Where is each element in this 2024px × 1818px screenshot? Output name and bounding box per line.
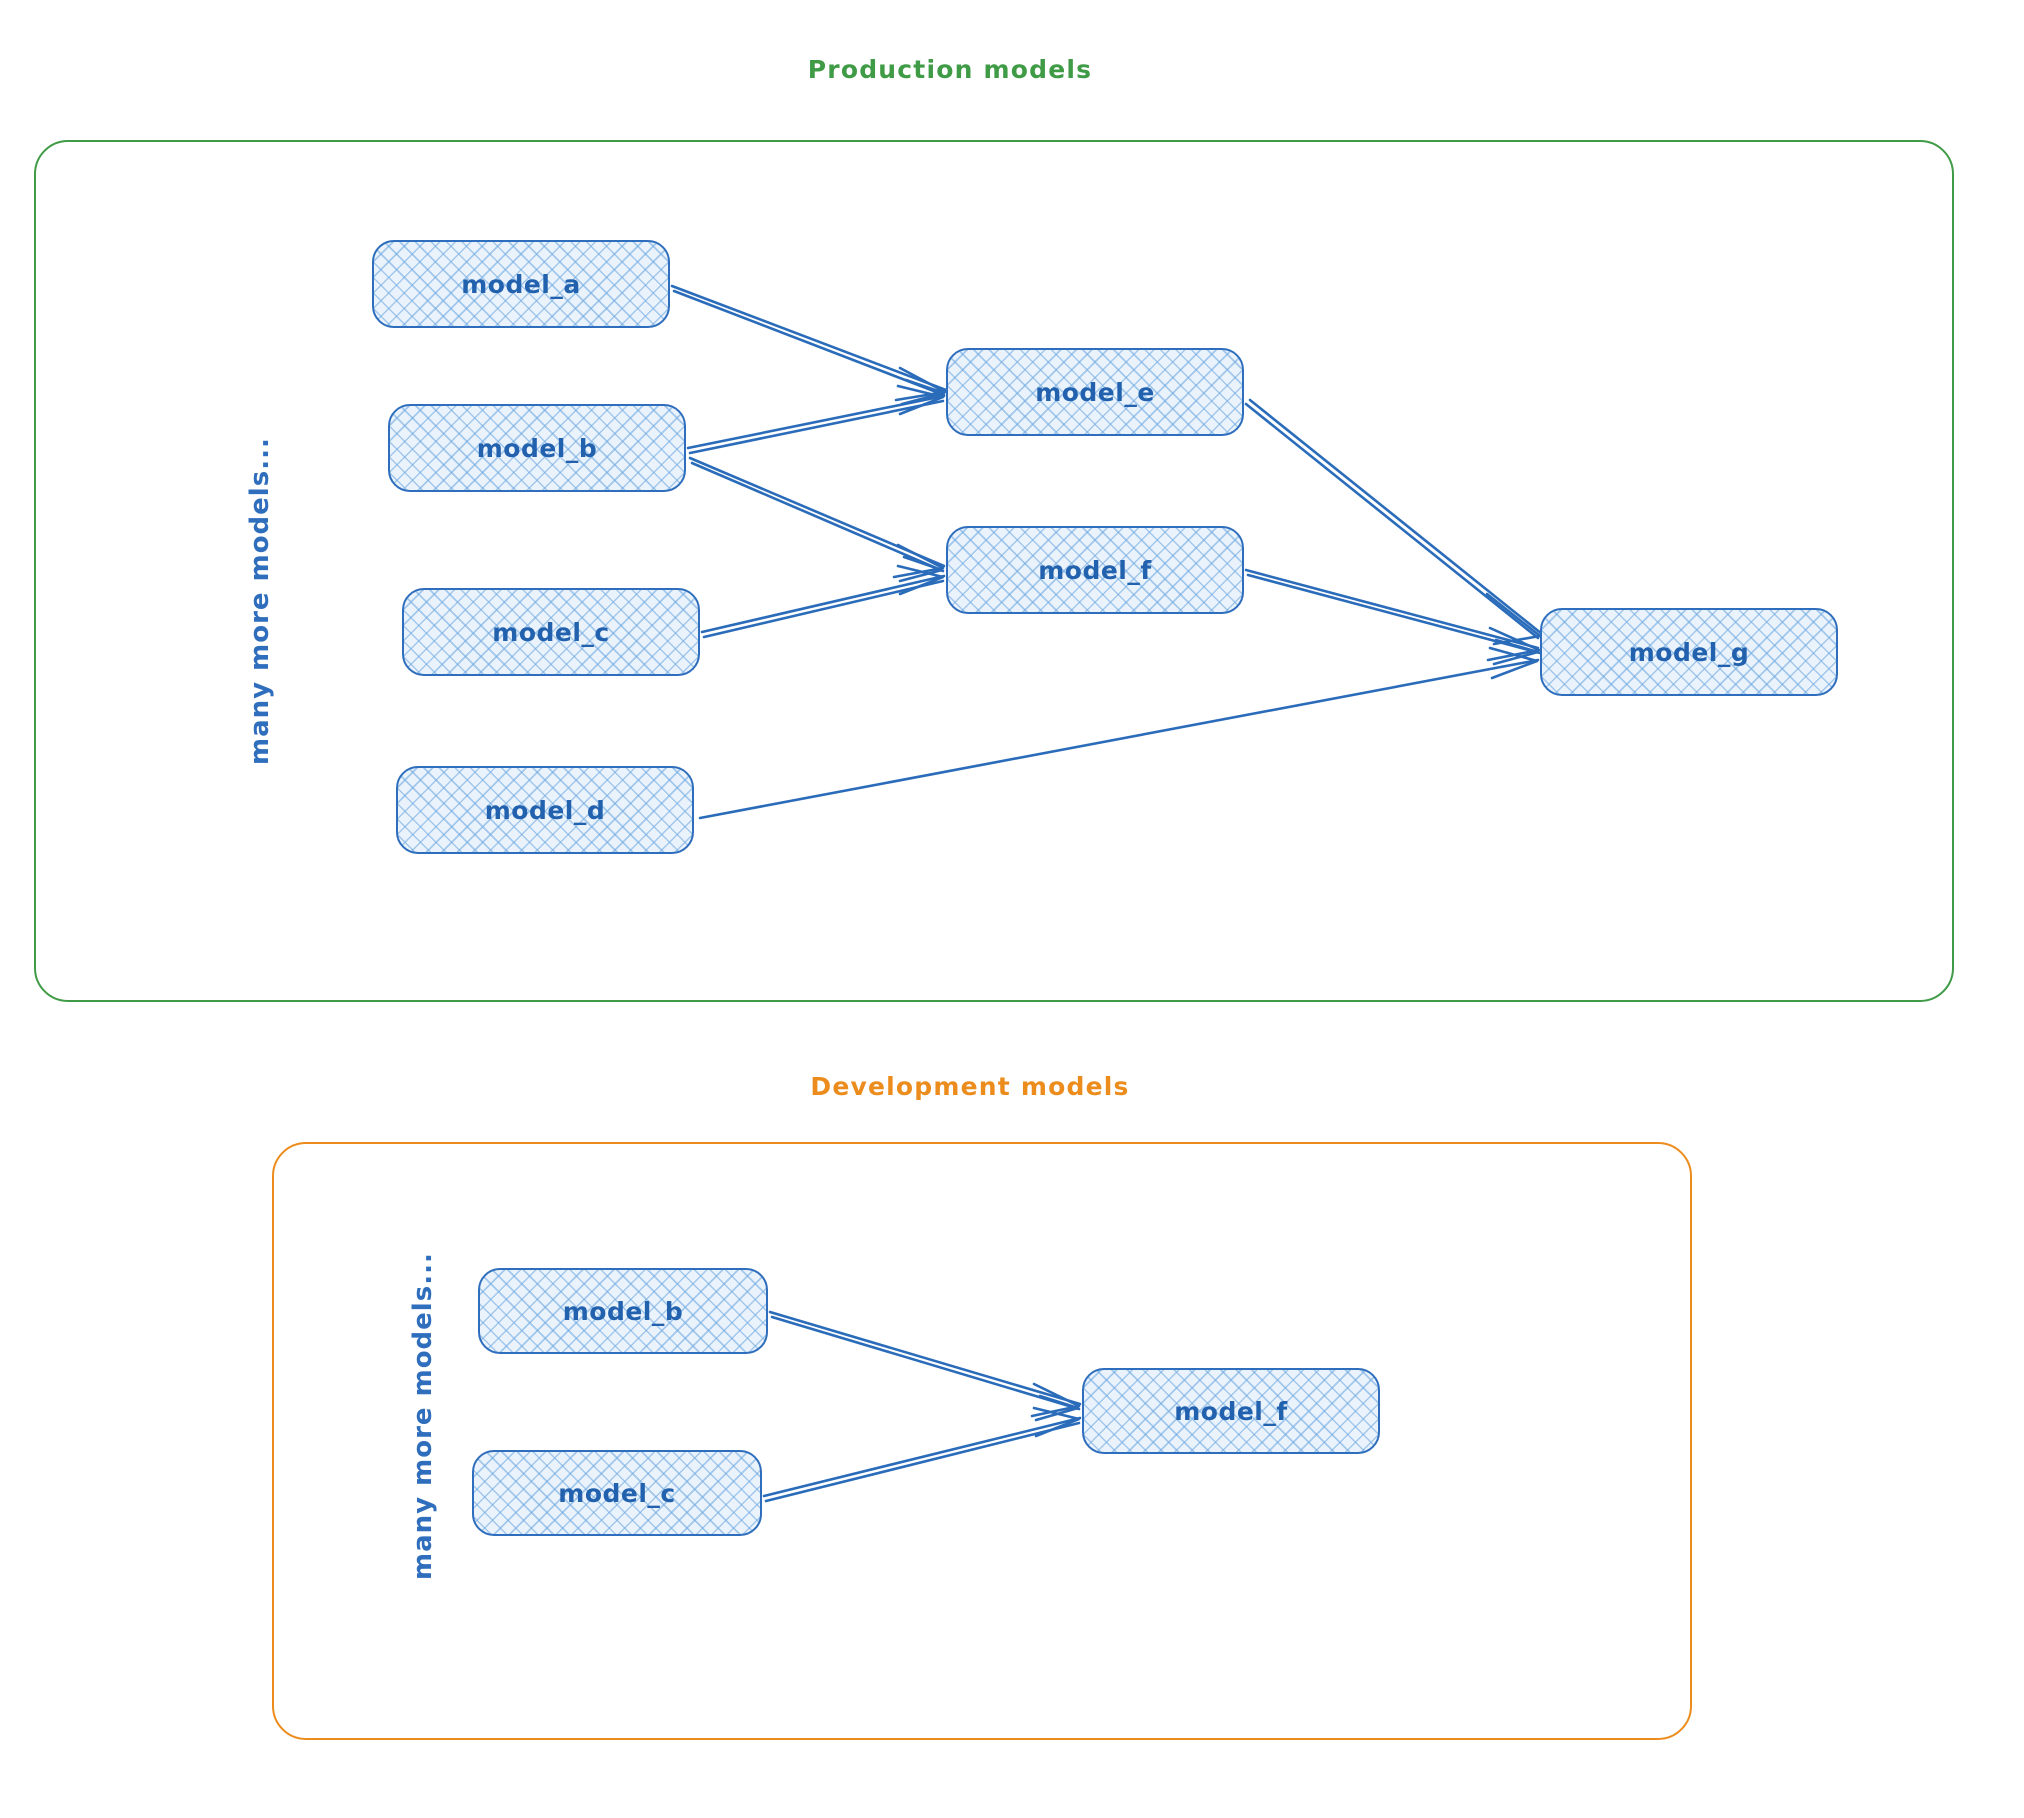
- node-dev-model-c-label: model_c: [558, 1478, 676, 1508]
- node-model-a-label: model_a: [461, 269, 581, 299]
- node-model-c[interactable]: model_c: [402, 588, 700, 676]
- development-many-more-models-label: many more models...: [408, 1252, 438, 1580]
- node-model-f[interactable]: model_f: [946, 526, 1244, 614]
- development-group-box: [272, 1142, 1692, 1740]
- node-model-g-label: model_g: [1628, 637, 1750, 667]
- production-group-box: [34, 140, 1954, 1002]
- node-model-a[interactable]: model_a: [372, 240, 670, 328]
- node-dev-model-b-label: model_b: [562, 1296, 684, 1326]
- node-model-e-label: model_e: [1035, 377, 1155, 407]
- node-model-f-label: model_f: [1038, 555, 1152, 585]
- node-model-g[interactable]: model_g: [1540, 608, 1838, 696]
- node-model-d-label: model_d: [484, 795, 606, 825]
- node-model-c-label: model_c: [492, 617, 610, 647]
- production-many-more-models-label: many more models...: [245, 437, 275, 765]
- node-model-b-label: model_b: [476, 433, 598, 463]
- node-dev-model-f[interactable]: model_f: [1082, 1368, 1380, 1454]
- node-model-e[interactable]: model_e: [946, 348, 1244, 436]
- node-model-d[interactable]: model_d: [396, 766, 694, 854]
- development-group-title: Development models: [810, 1072, 1130, 1101]
- node-dev-model-f-label: model_f: [1174, 1396, 1288, 1426]
- node-dev-model-b[interactable]: model_b: [478, 1268, 768, 1354]
- node-model-b[interactable]: model_b: [388, 404, 686, 492]
- production-group-title: Production models: [807, 55, 1093, 84]
- node-dev-model-c[interactable]: model_c: [472, 1450, 762, 1536]
